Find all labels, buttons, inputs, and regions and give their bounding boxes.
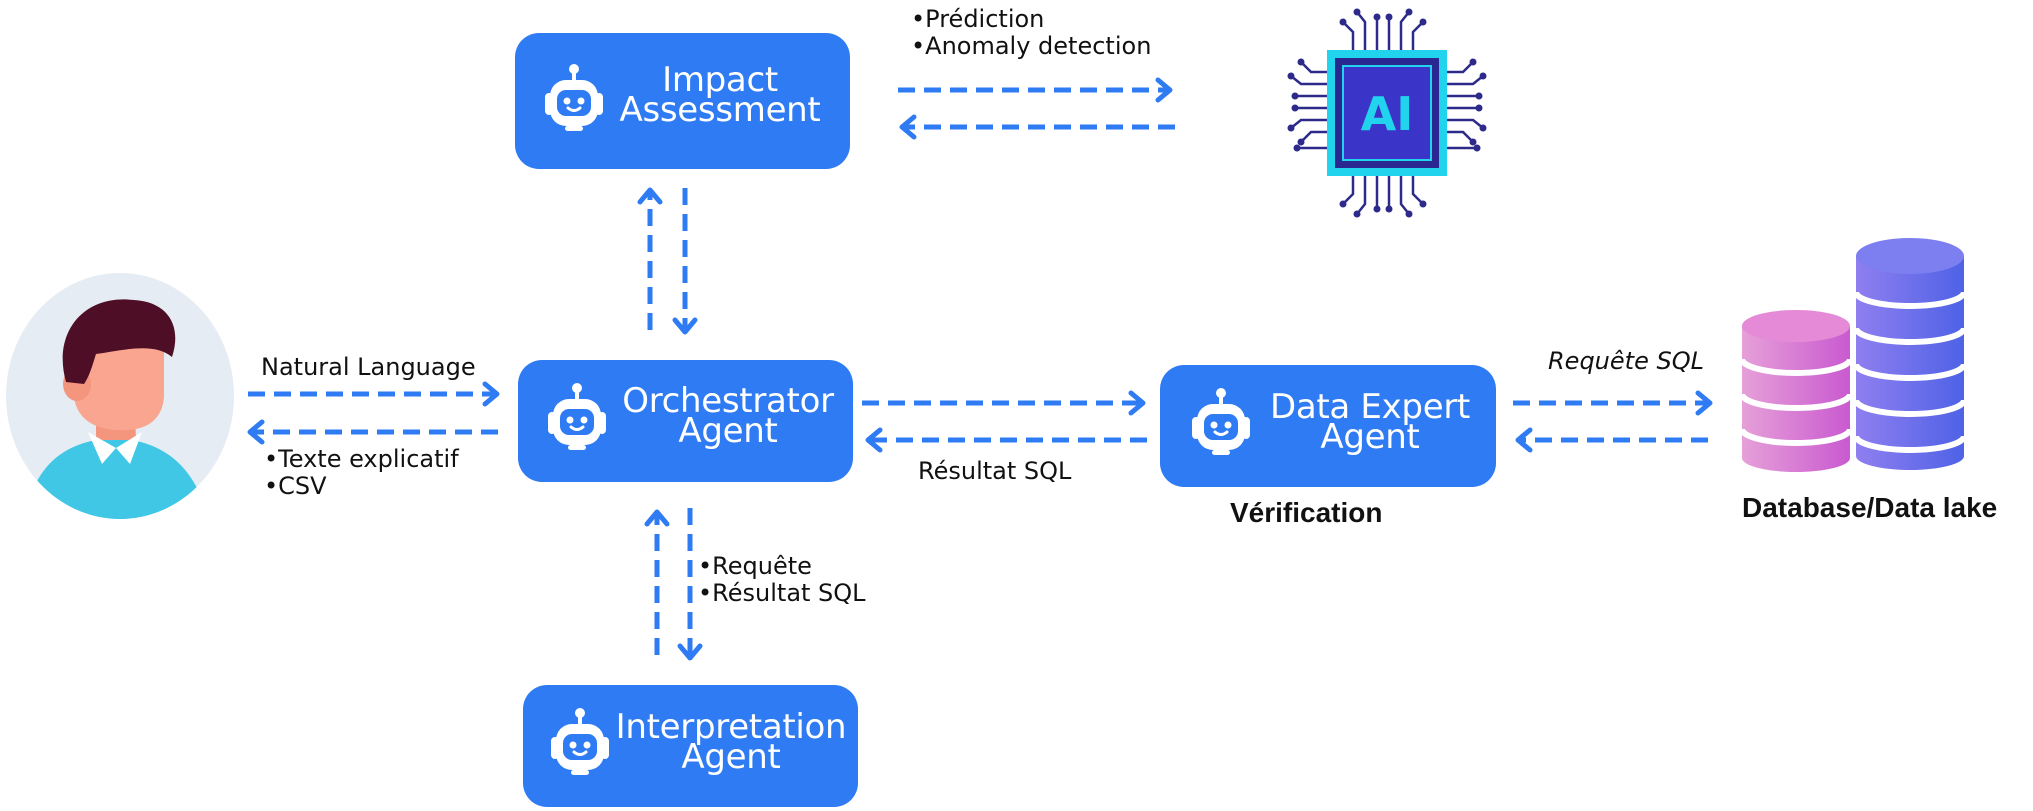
bullet: •	[911, 32, 926, 60]
robot-icon	[1192, 388, 1250, 455]
label-line: •Requête	[698, 553, 866, 580]
label-text: CSV	[278, 472, 327, 500]
arrow-ai-to-impact	[899, 114, 1175, 140]
robot-icon	[545, 64, 603, 131]
arrow-impact-to-orchestrator	[672, 188, 698, 335]
agent-title-line1: Data Expert	[1269, 387, 1471, 427]
label-text: Texte explicatif	[278, 445, 459, 473]
agent-title: Orchestrator Agent	[613, 381, 843, 451]
interpretation-agent[interactable]: Interpretation Agent	[523, 685, 858, 807]
label-line: •Prédiction	[911, 6, 1151, 33]
data-expert-agent[interactable]: Data Expert Agent	[1160, 365, 1496, 487]
ai-chip-label: AI	[1361, 87, 1414, 141]
agent-title-line2: Assessment	[619, 90, 821, 130]
agent-title-line2: Agent	[681, 737, 781, 777]
label-orchestrator-to-interpretation: •Requête •Résultat SQL	[698, 553, 866, 607]
arrow-orchestrator-to-impact	[637, 187, 663, 330]
label-line: •CSV	[264, 473, 459, 500]
bullet: •	[698, 579, 713, 607]
caption-verification: Vérification	[1230, 497, 1383, 528]
label-text: Résultat SQL	[712, 579, 866, 607]
arrow-database-to-data-expert	[1515, 427, 1708, 453]
arrow-data-expert-to-orchestrator	[865, 427, 1147, 453]
agent-title-line2: Agent	[678, 411, 778, 451]
label-text: Requête	[712, 552, 812, 580]
label-line: •Texte explicatif	[264, 446, 459, 473]
bullet: •	[911, 5, 926, 33]
arrow-data-expert-to-database	[1513, 390, 1713, 416]
label-requete-sql: Requête SQL	[1548, 347, 1704, 375]
label-text: Anomaly detection	[925, 32, 1152, 60]
user-avatar	[6, 273, 234, 519]
arrow-impact-to-ai	[898, 77, 1173, 103]
orchestrator-agent[interactable]: Orchestrator Agent	[518, 360, 853, 482]
agent-title-line1: Interpretation	[615, 707, 847, 747]
agent-title-line1: Impact	[662, 60, 778, 100]
agent-title: Interpretation Agent	[611, 707, 851, 777]
label-resultat-sql: Résultat SQL	[918, 457, 1072, 485]
agent-title-line2: Agent	[1320, 417, 1420, 457]
arrow-orchestrator-to-interpretation	[677, 508, 703, 661]
agent-title: Impact Assessment	[610, 60, 830, 130]
arrow-orchestrator-to-user	[247, 419, 498, 445]
label-orchestrator-to-user: •Texte explicatif •CSV	[264, 446, 459, 500]
label-impact-to-ai: •Prédiction •Anomaly detection	[911, 6, 1151, 60]
arrow-orchestrator-to-data-expert	[862, 390, 1146, 416]
bullet: •	[698, 552, 713, 580]
arrow-user-to-orchestrator	[248, 381, 500, 407]
impact-assessment-agent[interactable]: Impact Assessment	[515, 33, 850, 169]
robot-icon	[548, 383, 606, 450]
agent-title-line1: Orchestrator	[622, 381, 834, 421]
label-line: •Anomaly detection	[911, 33, 1151, 60]
bullet: •	[264, 472, 279, 500]
database-icon	[1739, 238, 1967, 472]
agent-title: Data Expert Agent	[1260, 387, 1480, 457]
ai-chip-icon: AI	[1287, 8, 1487, 218]
label-text: Prédiction	[925, 5, 1045, 33]
bullet: •	[264, 445, 279, 473]
arrow-interpretation-to-orchestrator	[644, 509, 670, 655]
label-natural-language: Natural Language	[261, 353, 476, 381]
robot-icon	[551, 708, 609, 775]
label-line: •Résultat SQL	[698, 580, 866, 607]
caption-database: Database/Data lake	[1742, 492, 1998, 523]
